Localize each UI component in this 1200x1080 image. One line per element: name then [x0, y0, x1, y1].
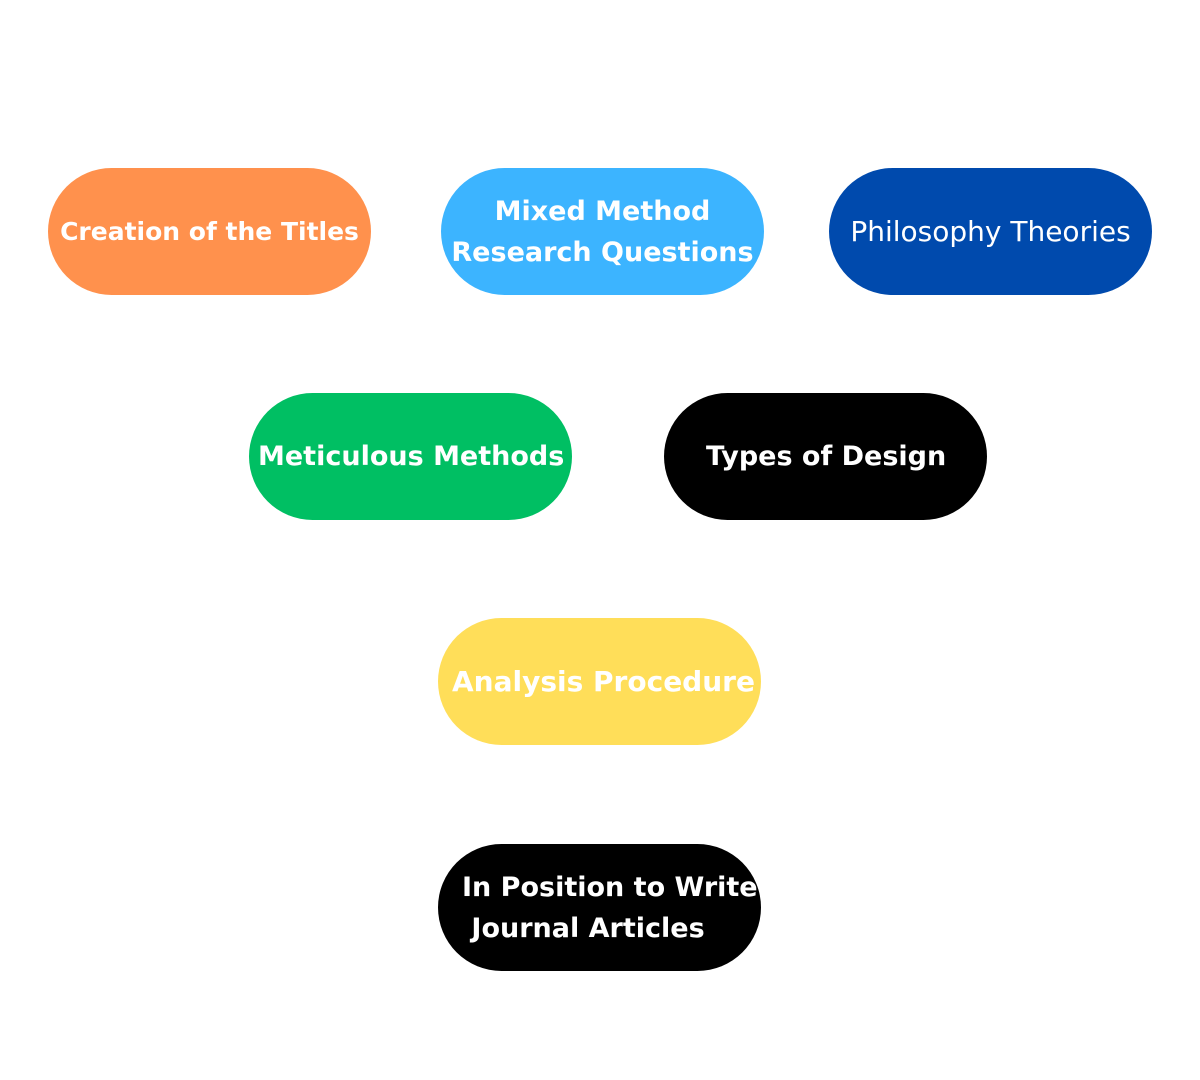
node-label: Mixed Method Research Questions — [451, 195, 754, 268]
node-analysis-procedure: Analysis Procedure — [438, 618, 761, 745]
node-creation-of-the-titles: Creation of the Titles — [48, 168, 371, 295]
node-mixed-method-research-questions: Mixed Method Research Questions — [441, 168, 764, 295]
node-label: Creation of the Titles — [60, 217, 359, 246]
node-label: Types of Design — [706, 441, 947, 472]
node-meticulous-methods: Meticulous Methods — [249, 393, 572, 520]
node-in-position-to-write-journal-articles: In Position to Write Journal Articles — [438, 844, 761, 971]
node-label: Meticulous Methods — [258, 441, 565, 472]
node-label: In Position to Write Journal Articles — [462, 871, 758, 944]
node-philosophy-theories: Philosophy Theories — [829, 168, 1152, 295]
node-types-of-design: Types of Design — [664, 393, 987, 520]
node-label: Philosophy Theories — [850, 215, 1131, 248]
node-label: Analysis Procedure — [452, 665, 755, 698]
